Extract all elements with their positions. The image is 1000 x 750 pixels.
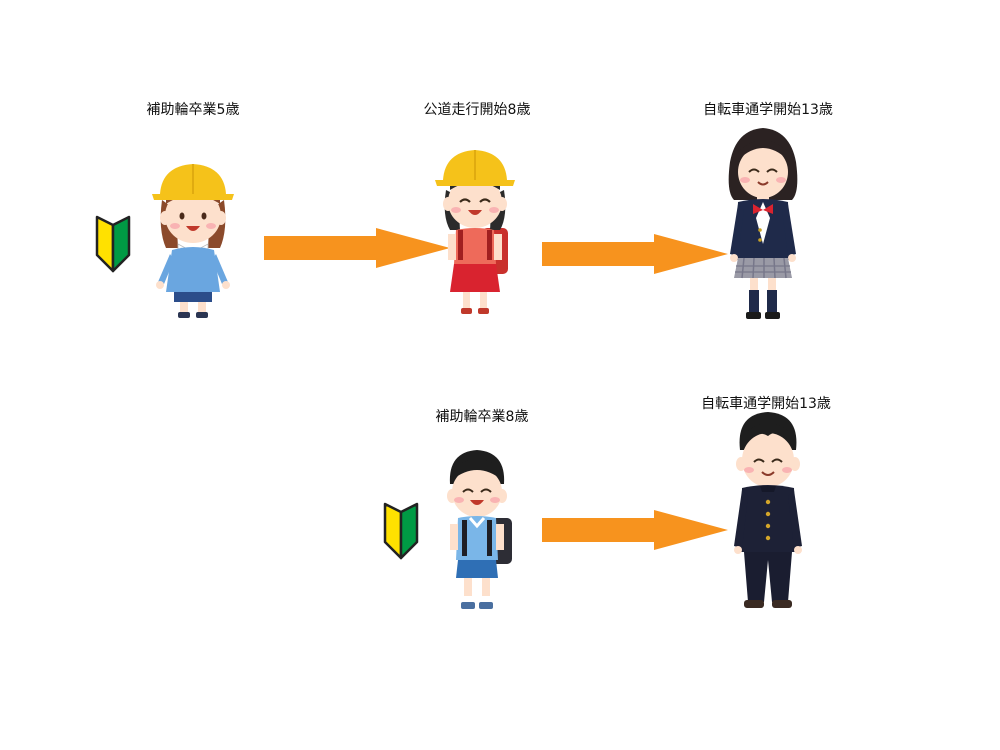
beginner-mark-icon [95, 215, 131, 273]
junior-high-girl-uniform-illustration [728, 128, 798, 319]
beginner-mark-icon [383, 502, 419, 560]
row2-stage2-label: 自転車通学開始13歳 [701, 396, 831, 412]
row2-stage1-label: 補助輪卒業8歳 [435, 409, 529, 425]
arrow-icon [264, 228, 450, 268]
row1-stage2-label: 公道走行開始8歳 [423, 102, 531, 118]
arrow-icon [542, 510, 728, 550]
row1-stage3-label: 自転車通学開始13歳 [703, 102, 833, 118]
schoolgirl-helmet-randoseru-illustration [435, 150, 515, 314]
row1-stage1-label: 補助輪卒業5歳 [146, 102, 240, 118]
kindergarten-girl-helmet-illustration [152, 164, 234, 318]
junior-high-boy-gakuran-illustration [734, 412, 802, 608]
arrow-icon [542, 234, 728, 274]
schoolboy-randoseru-illustration [447, 450, 512, 609]
